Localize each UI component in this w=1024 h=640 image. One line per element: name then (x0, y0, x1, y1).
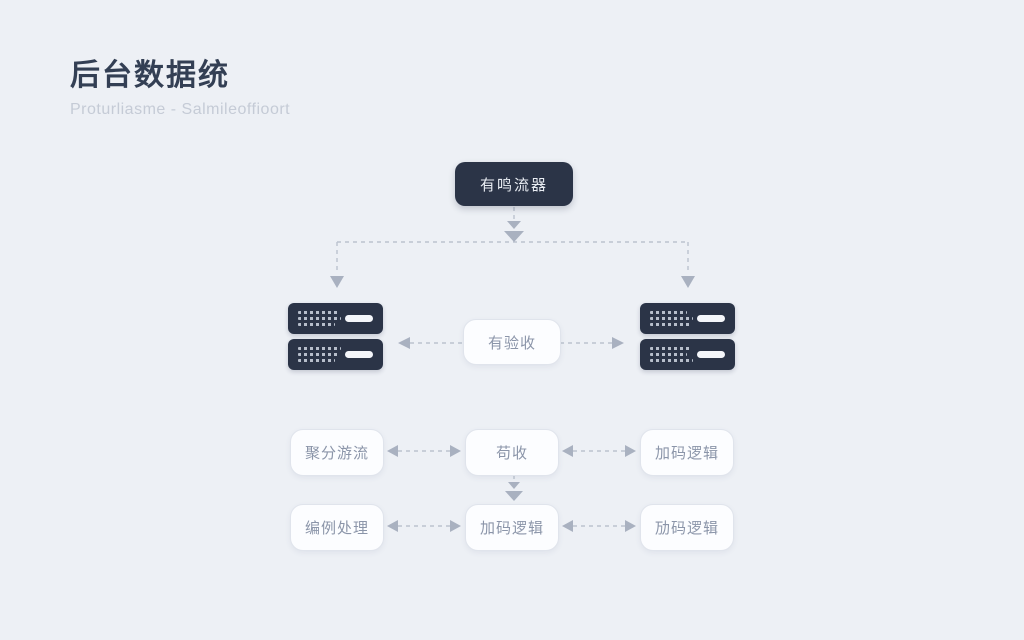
arrow-midcol-chevron-1 (508, 482, 520, 489)
arrow-r1-right-west (562, 445, 573, 457)
server-stack-icon-left (288, 303, 383, 370)
server-led-rows (650, 347, 693, 362)
node-row2-left-label: 编例处理 (304, 520, 369, 537)
node-row1-left-label: 聚分游流 (304, 445, 369, 462)
node-mid-check-label: 有验收 (487, 334, 536, 352)
server-slot-icon (697, 315, 725, 322)
arrow-down-right-server (681, 276, 695, 288)
arrow-r2-right-east (625, 520, 636, 532)
node-row1-center-label: 苟收 (495, 445, 528, 462)
arrow-r1-left-west (387, 445, 398, 457)
node-row2-left: 编例处理 (290, 504, 384, 551)
node-top-service-label: 有鸣流器 (479, 176, 548, 194)
node-row1-right-label: 加码逻辑 (654, 445, 719, 462)
server-unit-icon (640, 339, 735, 370)
server-led-rows (298, 347, 341, 362)
node-mid-check: 有验收 (463, 319, 561, 365)
node-row2-center: 加码逻辑 (465, 504, 559, 551)
server-unit-icon (288, 339, 383, 370)
server-led-rows (298, 311, 341, 326)
arrow-r2-left-west (387, 520, 398, 532)
arrow-top-chevron-2 (504, 231, 524, 242)
arrow-top-chevron-1 (507, 221, 521, 229)
server-unit-icon (640, 303, 735, 334)
server-slot-icon (697, 351, 725, 358)
node-top-service: 有鸣流器 (455, 162, 573, 206)
server-slot-icon (345, 351, 373, 358)
arrow-midcol-chevron-2 (505, 491, 523, 501)
server-slot-icon (345, 315, 373, 322)
page-title: 后台数据统 (70, 59, 230, 92)
node-row1-center: 苟收 (465, 429, 559, 476)
server-unit-icon (288, 303, 383, 334)
node-row2-right: 劢码逻辑 (640, 504, 734, 551)
page-subtitle: Proturliasme - Salmileoffioort (70, 101, 291, 118)
server-stack-icon-right (640, 303, 735, 370)
arrow-right-to-server (612, 337, 624, 349)
arrow-r1-right-east (625, 445, 636, 457)
arrow-left-to-server (398, 337, 410, 349)
arrow-r1-left-east (450, 445, 461, 457)
arrow-r2-right-west (562, 520, 573, 532)
node-row2-right-label: 劢码逻辑 (654, 520, 719, 537)
arrow-down-left-server (330, 276, 344, 288)
node-row2-center-label: 加码逻辑 (479, 520, 544, 537)
server-led-rows (650, 311, 693, 326)
node-row1-left: 聚分游流 (290, 429, 384, 476)
arrow-r2-left-east (450, 520, 461, 532)
node-row1-right: 加码逻辑 (640, 429, 734, 476)
